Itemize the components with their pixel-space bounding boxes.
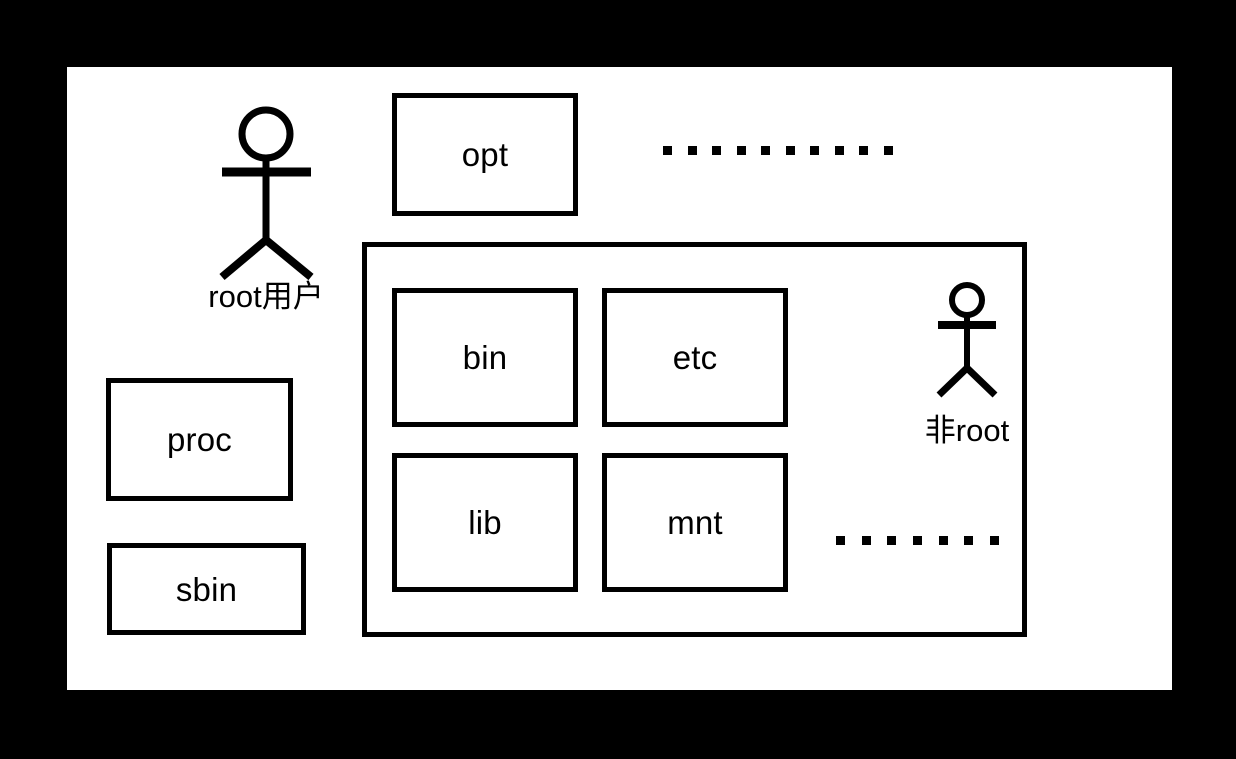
square-dot <box>687 145 697 155</box>
square-dot <box>912 535 922 545</box>
diagram-canvas: root用户 opt proc sbin <box>67 67 1172 690</box>
square-dot <box>836 535 845 545</box>
stick-figure-person-icon <box>936 282 998 398</box>
node-box-etc-label: etc <box>672 339 718 376</box>
node-box-sbin[interactable]: sbin <box>107 543 306 635</box>
square-dot <box>834 145 844 155</box>
square-dot <box>663 145 672 155</box>
square-dot <box>859 145 869 155</box>
square-dot <box>883 145 893 155</box>
node-box-bin[interactable]: bin <box>392 288 578 427</box>
square-dot <box>736 145 746 155</box>
node-box-proc[interactable]: proc <box>106 378 293 501</box>
square-dot <box>761 145 771 155</box>
node-box-mnt[interactable]: mnt <box>602 453 788 592</box>
node-box-sbin-label: sbin <box>175 570 238 608</box>
dotted-separator-top <box>663 145 893 155</box>
stick-figure-person-icon <box>219 106 314 281</box>
square-dot <box>887 535 897 545</box>
actor-non-root-user[interactable]: 非root <box>867 270 1067 446</box>
square-dot <box>964 535 974 545</box>
square-dot <box>938 535 948 545</box>
actor-non-root-user-label: 非root <box>924 413 1010 448</box>
node-box-lib[interactable]: lib <box>392 453 578 592</box>
actor-root-user-label: root用户 <box>208 279 324 314</box>
node-box-opt-label: opt <box>461 136 509 173</box>
square-dot <box>861 535 871 545</box>
dotted-separator-bottom <box>836 535 999 545</box>
shared-directories-group-container[interactable] <box>362 242 1027 637</box>
square-dot <box>712 145 722 155</box>
node-box-mnt-label: mnt <box>667 504 723 541</box>
node-box-proc-label: proc <box>167 421 232 458</box>
node-box-opt[interactable]: opt <box>392 93 578 216</box>
square-dot <box>785 145 795 155</box>
node-box-bin-label: bin <box>462 339 508 376</box>
square-dot <box>810 145 820 155</box>
node-box-etc[interactable]: etc <box>602 288 788 427</box>
actor-root-user[interactable]: root用户 <box>133 85 399 312</box>
node-box-lib-label: lib <box>468 504 502 541</box>
square-dot <box>989 535 999 545</box>
